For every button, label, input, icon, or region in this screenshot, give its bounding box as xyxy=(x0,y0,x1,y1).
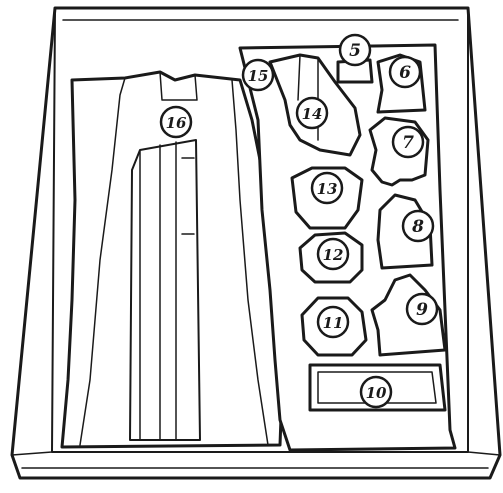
callout-label: 6 xyxy=(399,63,411,83)
callout-label: 8 xyxy=(411,217,424,237)
callout-14: 14 xyxy=(297,98,327,128)
callout-7: 7 xyxy=(393,127,423,157)
callout-label: 12 xyxy=(323,246,344,264)
callout-5: 5 xyxy=(340,35,370,65)
callout-label: 11 xyxy=(323,314,344,332)
callout-6: 6 xyxy=(390,57,420,87)
callout-16: 16 xyxy=(161,107,191,137)
callout-label: 10 xyxy=(366,384,387,402)
callout-13: 13 xyxy=(312,173,342,203)
callout-label: 5 xyxy=(349,41,361,61)
callout-9: 9 xyxy=(407,294,437,324)
callout-label: 16 xyxy=(166,114,187,132)
callout-15: 15 xyxy=(243,60,273,90)
callout-12: 12 xyxy=(318,239,348,269)
callout-label: 9 xyxy=(416,300,428,320)
callout-11: 11 xyxy=(318,307,348,337)
callout-10: 10 xyxy=(361,377,391,407)
callout-label: 7 xyxy=(402,133,414,153)
callout-8: 8 xyxy=(403,211,433,241)
callout-label: 15 xyxy=(248,67,269,85)
callout-label: 13 xyxy=(317,180,338,198)
callout-label: 14 xyxy=(302,105,323,123)
